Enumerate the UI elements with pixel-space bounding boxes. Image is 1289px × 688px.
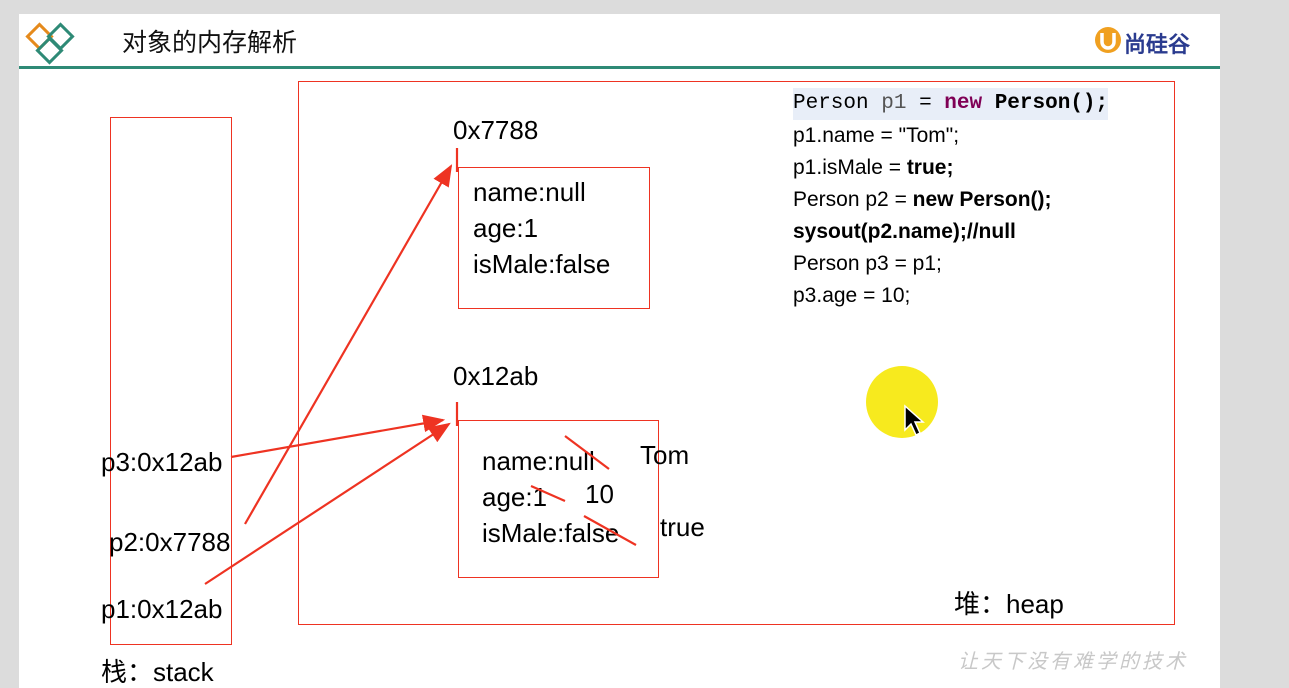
cursor-highlight xyxy=(866,366,938,438)
object-box-0x12ab xyxy=(458,420,659,578)
watermark: 让天下没有难学的技术 xyxy=(958,649,1188,673)
field-age: age:1 xyxy=(482,482,548,512)
stack-var-p3: p3:0x12ab xyxy=(101,447,223,477)
object-box-0x7788 xyxy=(458,167,650,309)
code-line-2: p1.isMale = true; xyxy=(793,156,954,179)
object-fields-0x7788: name:null age:1 isMale:false xyxy=(473,174,610,282)
slide: 对象的内存解析 尚硅谷 p3:0x12ab p2:0x7788 p1:0x12a… xyxy=(19,14,1220,688)
new-value-age: 10 xyxy=(585,479,614,509)
arrow-p1-to-0x12ab xyxy=(204,422,451,585)
code-line-0: Person p1 = new Person(); xyxy=(793,88,1109,120)
slide-title: 对象的内存解析 xyxy=(122,28,298,57)
code-line-5: Person p3 = p1; xyxy=(793,252,942,275)
stack-var-p2: p2:0x7788 xyxy=(109,527,231,557)
brand-logo: 尚硅谷 xyxy=(1094,26,1190,60)
stack-label: 栈：stack xyxy=(101,657,214,687)
new-value-ismale: true xyxy=(660,512,705,542)
code-line-6: p3.age = 10; xyxy=(793,284,911,307)
field-name: name:null xyxy=(482,446,595,476)
heap-label: 堆：heap xyxy=(954,589,1064,619)
field-ismale: isMale:false xyxy=(473,249,611,279)
code-line-4: sysout(p2.name);//null xyxy=(793,220,1016,243)
pointer-arrow-icon xyxy=(903,404,927,443)
object-address-0x12ab: 0x12ab xyxy=(453,361,539,391)
field-name: name:null xyxy=(473,177,586,207)
code-keyword-new: new xyxy=(944,92,983,115)
arrow-p3-to-0x12ab xyxy=(230,414,446,459)
stack-var-p1: p1:0x12ab xyxy=(101,594,223,624)
brand-name: 尚硅谷 xyxy=(1123,33,1190,58)
field-age: age:1 xyxy=(473,213,539,243)
strike-name-null xyxy=(564,435,610,470)
code-ctor: Person(); xyxy=(994,92,1109,115)
new-value-name: Tom xyxy=(640,440,690,470)
strike-age-1 xyxy=(530,484,566,503)
slide-header: 对象的内存解析 尚硅谷 xyxy=(19,14,1220,69)
code-line-1: p1.name = "Tom"; xyxy=(793,124,960,147)
heap-box xyxy=(298,81,1175,625)
u-logo-icon xyxy=(1094,26,1122,60)
code-block: Person p1 = new Person(); p1.name = "Tom… xyxy=(793,88,1109,312)
code-type: Person xyxy=(793,92,869,115)
stack-box xyxy=(110,117,232,645)
code-line-3: Person p2 = new Person(); xyxy=(793,188,1052,211)
reference-arrows xyxy=(204,148,637,585)
strike-ismale-false xyxy=(583,515,637,546)
object-address-0x7788: 0x7788 xyxy=(453,115,539,145)
code-eq: = xyxy=(919,92,932,115)
arrow-p2-to-0x7788 xyxy=(244,164,453,525)
code-var: p1 xyxy=(881,92,907,115)
diamond-logo-icon xyxy=(25,18,83,73)
